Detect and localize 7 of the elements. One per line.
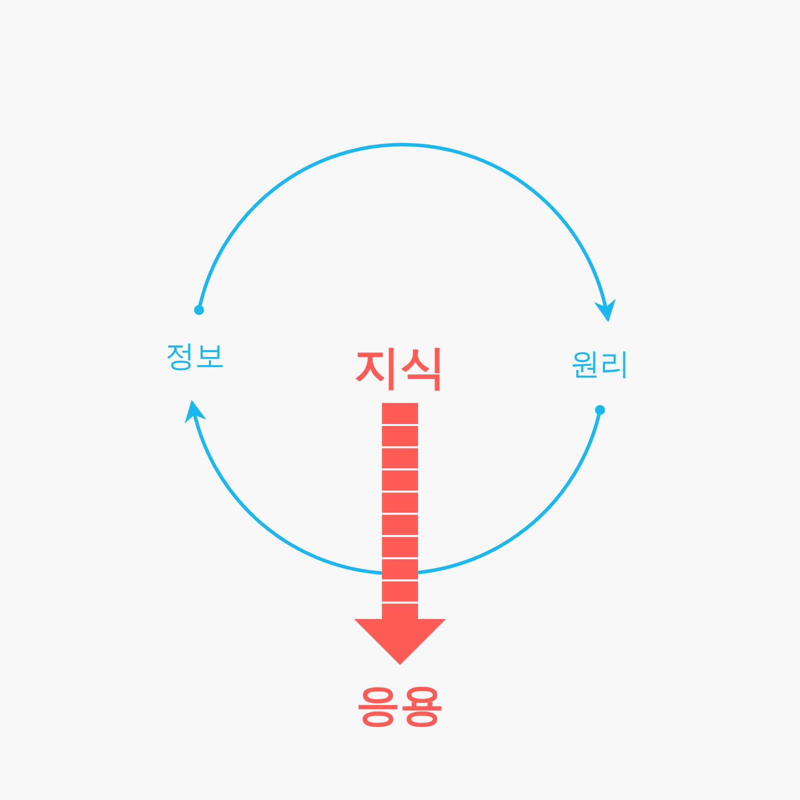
node-label: 정보 [165,338,225,376]
node-label: 지식 [354,338,446,396]
arrow [354,403,446,665]
node-label: 응용 [356,678,444,732]
node-label: 원리 [570,346,630,384]
arrow [194,143,614,322]
arrow [186,400,605,576]
